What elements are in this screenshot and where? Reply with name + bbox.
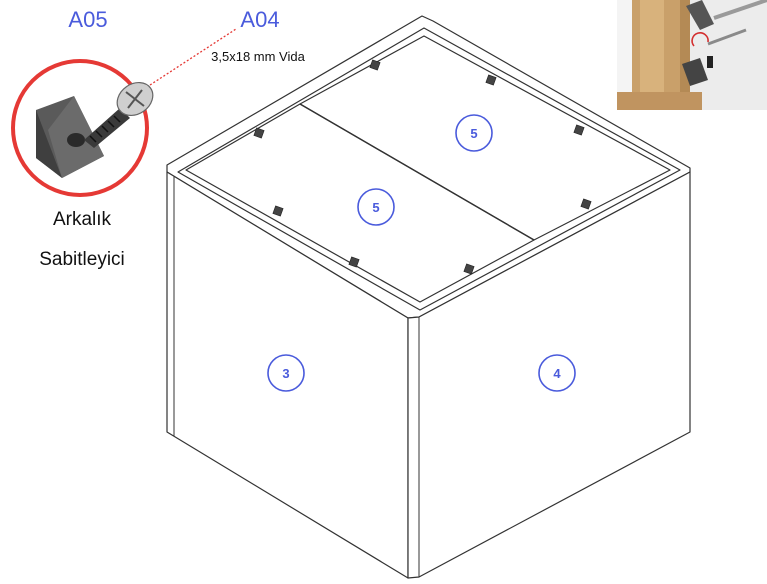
panel-number: 4	[553, 366, 561, 381]
panel-label-top-back: 5	[455, 114, 493, 152]
panel-number: 5	[372, 200, 379, 215]
corner-bracket-icon	[36, 96, 104, 178]
cabinet	[166, 15, 691, 579]
screw-code: A04	[240, 7, 279, 32]
corner-bracket-icon	[580, 198, 592, 210]
bracket-code: A05	[68, 7, 107, 32]
corner-bracket-icon	[253, 127, 265, 139]
corner-bracket-icon	[348, 256, 360, 268]
panel-label-left: 3	[267, 354, 305, 392]
corner-bracket-icon	[485, 74, 497, 86]
panel-number: 3	[282, 366, 289, 381]
corner-bracket-icon	[272, 205, 284, 217]
part-callout: A05 A04 3,5x18 mm Vida	[11, 7, 306, 270]
bracket-markers	[253, 59, 592, 275]
panel-label-top-front: 5	[357, 188, 395, 226]
panel-labels: 5 5 3 4	[267, 114, 576, 392]
leader-line	[149, 28, 237, 86]
bracket-caption-line2: Sabitleyici	[39, 249, 125, 270]
panel-label-right: 4	[538, 354, 576, 392]
screw-icon	[84, 81, 154, 148]
assembly-detail-icon	[617, 0, 767, 110]
screw-spec: 3,5x18 mm Vida	[211, 49, 305, 64]
panel-number: 5	[470, 126, 477, 141]
corner-bracket-icon	[573, 124, 585, 136]
corner-bracket-icon	[369, 59, 381, 71]
corner-bracket-icon	[463, 263, 475, 275]
bracket-caption-line1: Arkalık	[53, 209, 112, 230]
